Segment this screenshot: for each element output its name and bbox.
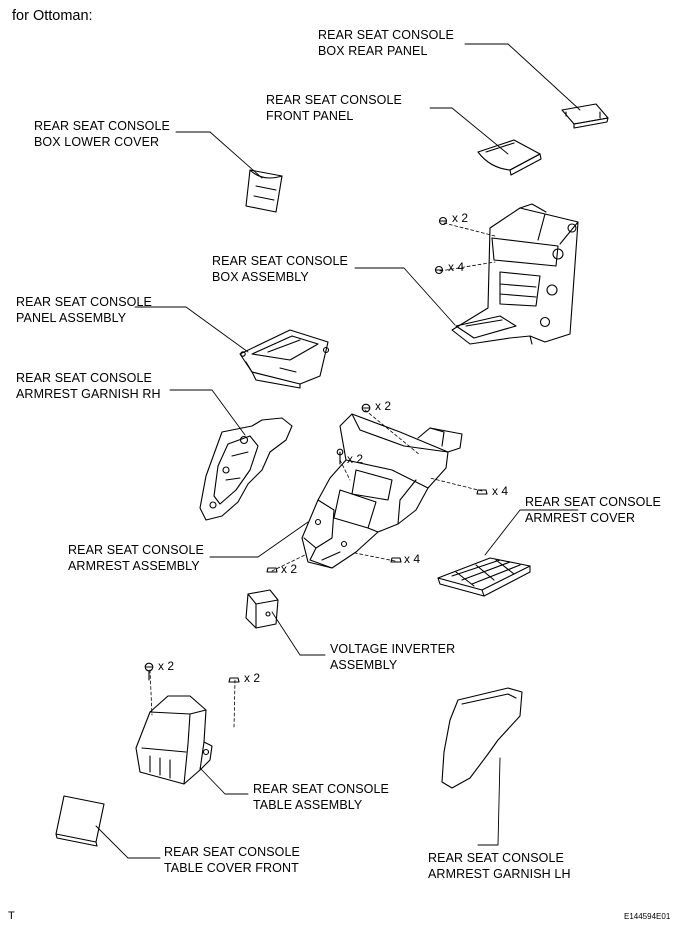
box-rear-panel-part bbox=[561, 103, 609, 129]
qty-inverter-screw: x 2 bbox=[281, 562, 298, 576]
label-line: REAR SEAT CONSOLE bbox=[68, 543, 204, 557]
label-box-rear-panel: REAR SEAT CONSOLE BOX REAR PANEL bbox=[318, 27, 454, 59]
label-line: ARMREST GARNISH LH bbox=[428, 867, 571, 881]
footer-mark: T bbox=[8, 910, 15, 922]
table-assembly-part bbox=[135, 695, 213, 785]
armrest-fasteners bbox=[266, 403, 488, 573]
qty-table-screw-right: x 2 bbox=[244, 671, 261, 685]
qty-armrest-nut-right: x 4 bbox=[492, 484, 509, 498]
fastener-guides bbox=[149, 222, 496, 729]
armrest-garnish-rh-part bbox=[199, 417, 293, 521]
label-line: REAR SEAT CONSOLE bbox=[34, 119, 170, 133]
label-line: REAR SEAT CONSOLE bbox=[428, 851, 564, 865]
table-fasteners bbox=[144, 662, 240, 683]
box-lower-cover-part bbox=[245, 169, 283, 213]
label-line: ARMREST GARNISH RH bbox=[16, 387, 161, 401]
label-line: REAR SEAT CONSOLE bbox=[266, 93, 402, 107]
diagram-heading: for Ottoman: bbox=[12, 8, 93, 24]
label-box-lower-cover: REAR SEAT CONSOLE BOX LOWER COVER bbox=[34, 118, 170, 150]
armrest-cover-part bbox=[437, 557, 531, 597]
table-cover-front-part bbox=[55, 795, 105, 847]
label-armrest-garnish-rh: REAR SEAT CONSOLE ARMREST GARNISH RH bbox=[16, 370, 161, 402]
label-line: FRONT PANEL bbox=[266, 109, 354, 123]
label-line: ASSEMBLY bbox=[330, 658, 398, 672]
label-line: REAR SEAT CONSOLE bbox=[164, 845, 300, 859]
voltage-inverter-part bbox=[245, 589, 279, 629]
label-line: VOLTAGE INVERTER bbox=[330, 642, 456, 656]
label-panel-assembly: REAR SEAT CONSOLE PANEL ASSEMBLY bbox=[16, 294, 152, 326]
qty-armrest-nut-bottom: x 4 bbox=[404, 552, 421, 566]
qty-box-screw-top: x 2 bbox=[452, 211, 469, 225]
label-line: BOX ASSEMBLY bbox=[212, 270, 309, 284]
label-line: REAR SEAT CONSOLE bbox=[525, 495, 661, 509]
panel-assembly-part bbox=[239, 329, 330, 389]
label-line: REAR SEAT CONSOLE bbox=[253, 782, 389, 796]
label-front-panel: REAR SEAT CONSOLE FRONT PANEL bbox=[266, 92, 402, 124]
label-line: ARMREST COVER bbox=[525, 511, 636, 525]
label-line: BOX LOWER COVER bbox=[34, 135, 160, 149]
label-armrest-garnish-lh: REAR SEAT CONSOLE ARMREST GARNISH LH bbox=[428, 850, 571, 882]
label-line: TABLE ASSEMBLY bbox=[253, 798, 363, 812]
label-line: REAR SEAT CONSOLE bbox=[318, 28, 454, 42]
armrest-assembly-part bbox=[301, 413, 463, 569]
qty-box-screw-bottom: x 4 bbox=[448, 260, 465, 274]
label-line: TABLE COVER FRONT bbox=[164, 861, 299, 875]
label-armrest-cover: REAR SEAT CONSOLE ARMREST COVER bbox=[525, 494, 661, 526]
label-line: REAR SEAT CONSOLE bbox=[16, 295, 152, 309]
label-table-cover-front: REAR SEAT CONSOLE TABLE COVER FRONT bbox=[164, 844, 300, 876]
figure-id: E144594E01 bbox=[624, 912, 671, 921]
label-voltage-inverter: VOLTAGE INVERTER ASSEMBLY bbox=[330, 641, 455, 673]
armrest-garnish-lh-part bbox=[441, 687, 523, 789]
label-line: ARMREST ASSEMBLY bbox=[68, 559, 200, 573]
qty-table-screw-left: x 2 bbox=[158, 659, 175, 673]
label-line: REAR SEAT CONSOLE bbox=[212, 254, 348, 268]
leader-lines bbox=[95, 43, 581, 859]
box-assembly-part bbox=[451, 203, 579, 345]
label-line: REAR SEAT CONSOLE bbox=[16, 371, 152, 385]
label-armrest-assembly: REAR SEAT CONSOLE ARMREST ASSEMBLY bbox=[68, 542, 204, 574]
label-line: BOX REAR PANEL bbox=[318, 44, 428, 58]
label-table-assembly: REAR SEAT CONSOLE TABLE ASSEMBLY bbox=[253, 781, 389, 813]
box-fasteners bbox=[434, 216, 448, 275]
qty-armrest-screw-top: x 2 bbox=[375, 399, 392, 413]
label-line: PANEL ASSEMBLY bbox=[16, 311, 127, 325]
qty-armrest-screw-mid: x 2 bbox=[347, 452, 364, 466]
label-box-assembly: REAR SEAT CONSOLE BOX ASSEMBLY bbox=[212, 253, 348, 285]
front-panel-part bbox=[477, 139, 542, 176]
